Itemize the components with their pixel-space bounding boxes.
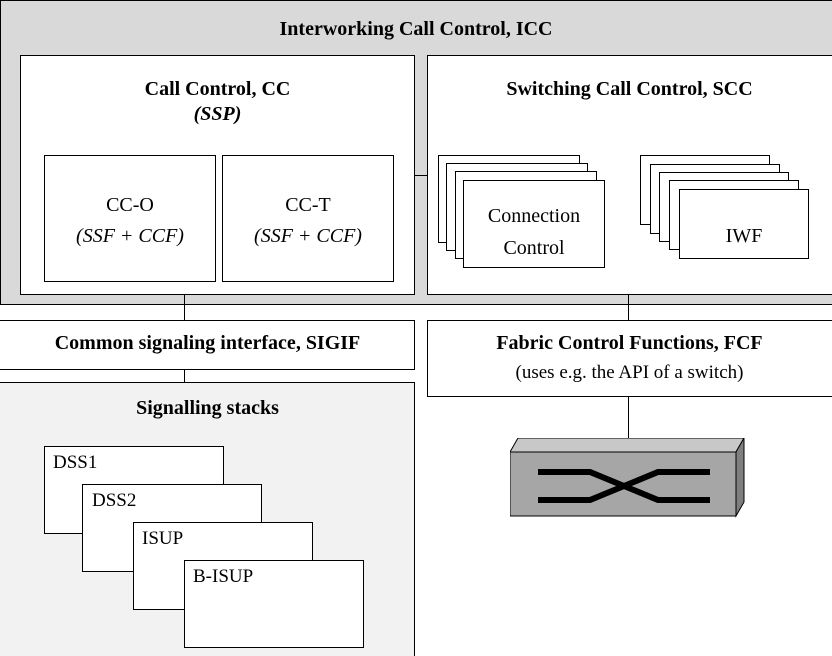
stack-label-dss1: DSS1	[53, 452, 98, 473]
cc-scc-connector	[415, 175, 427, 176]
fcf-box	[427, 320, 832, 397]
cc-o-name: CC-O	[106, 194, 154, 216]
fcf-switch-connector	[628, 397, 629, 441]
connection-control-label-2: Control	[503, 237, 565, 259]
cc-t-funcs: (SSF + CCF)	[254, 225, 362, 247]
fcf-subtitle: (uses e.g. the API of a switch)	[515, 362, 744, 383]
cc-o-box	[44, 155, 216, 282]
stack-label-dss2: DSS2	[92, 490, 137, 511]
fcf-title: Fabric Control Functions, FCF	[496, 332, 763, 354]
call-control-subtitle: (SSP)	[193, 103, 242, 125]
switch-icon	[510, 438, 745, 518]
sigif-box	[0, 320, 415, 370]
cc-t-box	[222, 155, 394, 282]
iwf-box	[679, 189, 809, 259]
stack-label-isup: ISUP	[142, 528, 184, 549]
call-control-title: Call Control, CC	[144, 78, 291, 100]
connection-control-label-1: Connection	[487, 205, 581, 227]
connection-control-box	[463, 180, 605, 268]
cc-o-funcs: (SSF + CCF)	[76, 225, 184, 247]
stack-label-b-isup: B-ISUP	[193, 566, 254, 587]
iwf-label: IWF	[725, 225, 763, 247]
sigif-title: Common signaling interface, SIGIF	[54, 332, 361, 354]
signalling-stacks-title: Signalling stacks	[136, 397, 279, 419]
scc-fcf-connector	[628, 295, 629, 320]
icc-title: Interworking Call Control, ICC	[279, 18, 553, 40]
cc-t-name: CC-T	[285, 194, 331, 216]
cc-sigif-connector	[184, 295, 185, 320]
sigif-stacks-connector	[184, 370, 185, 382]
switching-call-control-title: Switching Call Control, SCC	[506, 78, 753, 100]
stack-card-b-isup	[184, 560, 364, 648]
